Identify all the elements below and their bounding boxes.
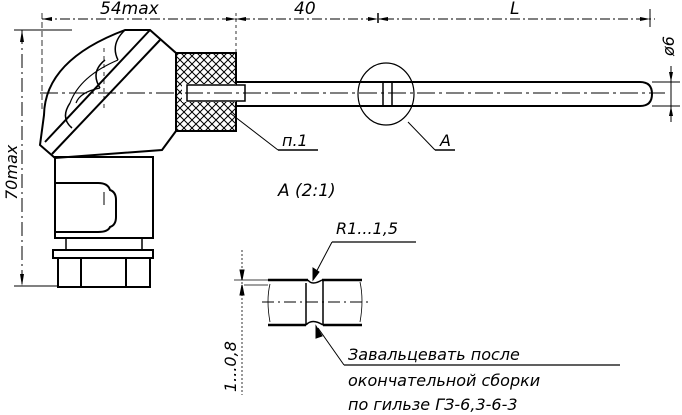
detail-title: А (2:1) [277,181,336,201]
dim-diameter: ø6 [659,36,678,57]
detail-rod [234,241,620,395]
sheath-rod [40,62,665,126]
diameter-dimension [652,66,680,122]
detail-depth: 1...0,8 [221,341,240,392]
detail-radius: R1...1,5 [336,219,398,238]
part-leader [229,112,318,151]
detail-leader [407,121,455,151]
dim-hatched-length: 40 [294,0,316,19]
dim-height: 70max [2,144,21,200]
detail-label: А [439,131,451,150]
top-dimension-line [41,9,655,110]
note-line-2: окончательной сборки [348,371,540,390]
note-line-3: по гильзе ГЗ-6,3-6-3 [348,395,518,414]
head-body [52,156,154,288]
dim-rod-length: L [510,0,519,19]
insulating-block [175,52,246,132]
part-label: п.1 [282,131,308,150]
height-dimension [14,29,72,287]
connection-head [38,29,177,160]
dim-head-width: 54max [100,0,160,19]
note-line-1: Завальцевать после [348,345,520,364]
